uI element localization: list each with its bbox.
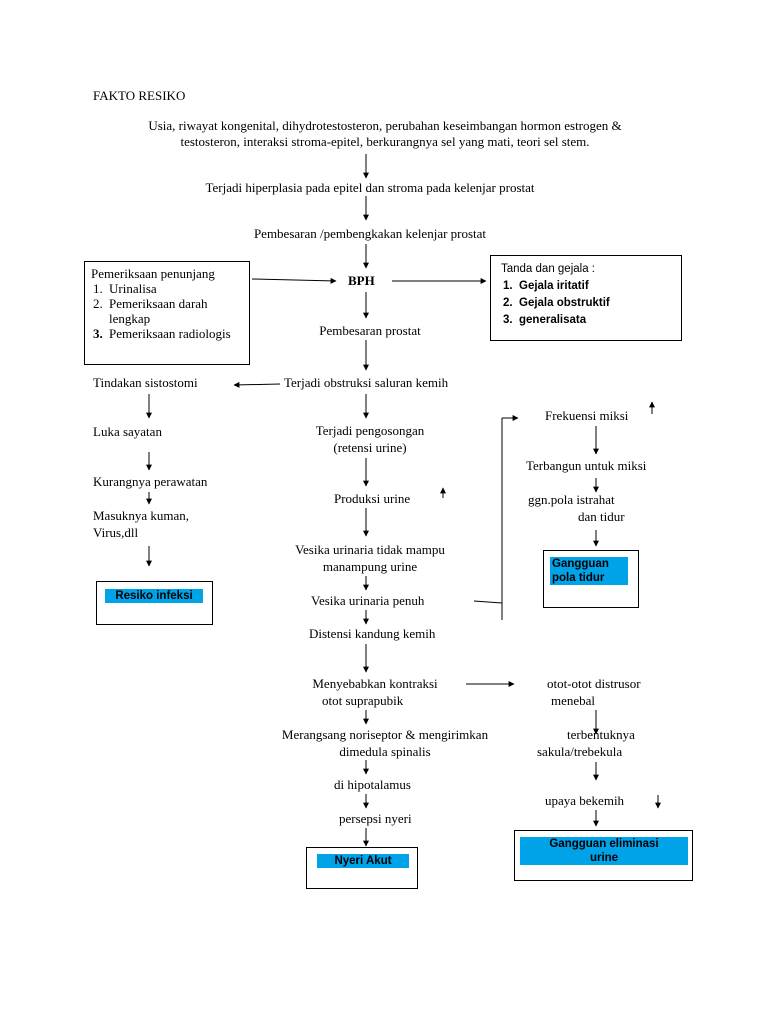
node-obstruction: Terjadi obstruksi saluran kemih bbox=[284, 375, 449, 390]
signs-list: 1.Gejala iritatif 2.Gejala obstruktif 3.… bbox=[501, 278, 671, 329]
diagram-title: FAKTO RESIKO bbox=[93, 88, 186, 103]
node-sacculation-2: sakula/trebekula bbox=[537, 744, 623, 759]
list-item: 1.Urinalisa bbox=[93, 281, 157, 296]
node-contraction-1: Menyebabkan kontraksi bbox=[312, 676, 438, 691]
elimination-label-2: urine bbox=[520, 851, 688, 865]
acute-pain-box: Nyeri Akut bbox=[306, 847, 418, 889]
node-cystostomy: Tindakan sistostomi bbox=[93, 375, 198, 390]
node-wake: Terbangun untuk miksi bbox=[526, 458, 647, 473]
node-hyperplasia: Terjadi hiperplasia pada epitel dan stro… bbox=[205, 180, 535, 195]
risk-factors-line-2: testosteron, interaksi stroma-epitel, be… bbox=[180, 134, 590, 149]
node-germs-1: Masuknya kuman, bbox=[93, 508, 190, 523]
node-urge: upaya bekemih bbox=[545, 793, 625, 808]
node-distension: Distensi kandung kemih bbox=[309, 626, 436, 641]
arrow bbox=[251, 277, 337, 284]
node-bladder-unable-2: manampung urine bbox=[322, 559, 418, 574]
risk-factors-line-1: Usia, riwayat kongenital, dihydrotestost… bbox=[148, 118, 622, 133]
list-item: 1.Gejala iritatif bbox=[503, 280, 589, 292]
node-lack-care: Kurangnya perawatan bbox=[93, 474, 208, 489]
supporting-exam-box: Pemeriksaan penunjang 1.Urinalisa 2.Peme… bbox=[84, 261, 250, 365]
infection-risk-label: Resiko infeksi bbox=[105, 589, 203, 603]
node-bph: BPH bbox=[348, 273, 375, 288]
node-bladder-unable-1: Vesika urinaria tidak mampu bbox=[295, 542, 445, 557]
list-item: 2.Pemeriksaan darah lengkap bbox=[93, 296, 208, 326]
node-prostate-enlargement: Pembesaran prostat bbox=[319, 323, 421, 338]
sleep-pattern-label-1: Gangguan bbox=[550, 557, 628, 571]
node-detrusor-1: otot-otot distrusor bbox=[547, 676, 641, 691]
node-emptying-1: Terjadi pengosongan bbox=[315, 423, 425, 438]
connector-line bbox=[473, 600, 503, 604]
node-pain-perception: persepsi nyeri bbox=[339, 811, 412, 826]
node-sleep-disturb-2: dan tidur bbox=[578, 509, 625, 524]
supporting-exam-title: Pemeriksaan penunjang bbox=[91, 266, 215, 281]
sleep-pattern-box: Gangguan pola tidur bbox=[543, 550, 639, 608]
node-sacculation-1: terbentuknya bbox=[567, 727, 635, 742]
node-emptying-2: (retensi urine) bbox=[333, 440, 407, 455]
elimination-label-1: Gangguan eliminasi bbox=[520, 837, 688, 851]
node-contraction-2: otot suprapubik bbox=[322, 693, 404, 708]
node-hypothalamus: di hipotalamus bbox=[334, 777, 411, 792]
list-item: 3.Pemeriksaan radiologis bbox=[93, 326, 231, 341]
list-item: 3.generalisata bbox=[503, 314, 587, 326]
signs-title: Tanda dan gejala : bbox=[501, 263, 595, 275]
node-incision: Luka sayatan bbox=[93, 424, 162, 439]
node-sleep-disturb-1: ggn.pola istrahat bbox=[528, 492, 615, 507]
node-nociceptor-1: Merangsang noriseptor & mengirimkan bbox=[281, 727, 489, 742]
supporting-exam-list: 1.Urinalisa 2.Pemeriksaan darah lengkap … bbox=[91, 281, 243, 341]
node-frequency: Frekuensi miksi bbox=[545, 408, 629, 423]
acute-pain-label: Nyeri Akut bbox=[317, 854, 409, 868]
infection-risk-box: Resiko infeksi bbox=[96, 581, 213, 625]
node-urine-production: Produksi urine bbox=[334, 491, 411, 506]
list-item: 2.Gejala obstruktif bbox=[503, 297, 610, 309]
node-bladder-full: Vesika urinaria penuh bbox=[311, 593, 425, 608]
node-germs-2: Virus,dll bbox=[93, 525, 139, 540]
signs-box: Tanda dan gejala : 1.Gejala iritatif 2.G… bbox=[490, 255, 682, 341]
arrow bbox=[233, 381, 281, 388]
node-gland-enlargement: Pembesaran /pembengkakan kelenjar prosta… bbox=[253, 226, 487, 241]
elimination-box: Gangguan eliminasi urine bbox=[514, 830, 693, 881]
node-nociceptor-2: dimedula spinalis bbox=[339, 744, 431, 759]
sleep-pattern-label-2: pola tidur bbox=[550, 571, 628, 585]
node-detrusor-2: menebal bbox=[551, 693, 596, 708]
